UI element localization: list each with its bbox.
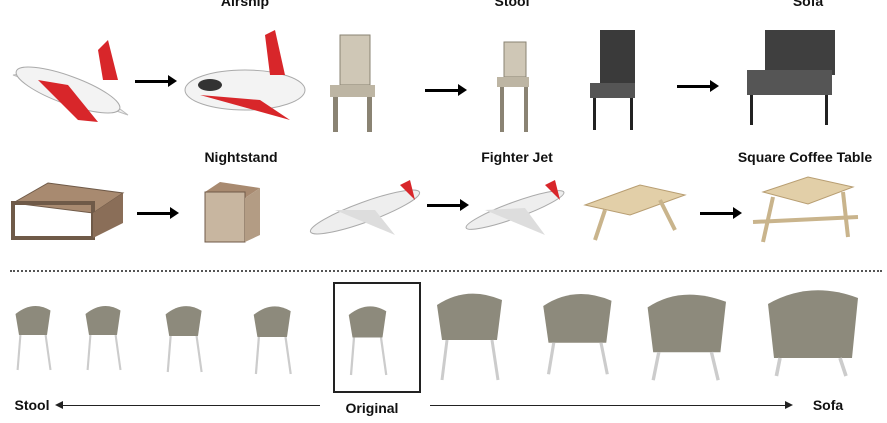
jet-image — [309, 180, 421, 235]
label-sofa-end: Sofa — [812, 397, 844, 413]
chair-shell — [253, 306, 292, 375]
arrow-left-line — [58, 405, 320, 406]
chair-interpolation-row — [15, 290, 858, 381]
label-airship: Airship — [220, 0, 270, 9]
chair-shell — [348, 306, 388, 376]
dotted-divider — [10, 270, 882, 272]
plane-image — [12, 40, 129, 122]
arrow-left-head — [55, 401, 63, 409]
arrow-right — [677, 80, 719, 92]
stool-image — [497, 41, 529, 132]
airship-image — [184, 30, 306, 120]
square-picnic-table-image — [752, 176, 859, 243]
fighter-jet-image — [465, 180, 565, 235]
chair-shell — [768, 290, 858, 377]
picnic-table-image — [583, 184, 687, 241]
label-sofa: Sofa — [792, 0, 824, 9]
arrow-right-head — [785, 401, 793, 409]
label-stool-end: Stool — [14, 397, 50, 413]
original-highlight-box — [333, 282, 421, 393]
label-stool: Stool — [494, 0, 530, 9]
dark-chair-image — [590, 30, 635, 130]
chair-shell — [15, 306, 52, 371]
arrow-right — [425, 84, 467, 96]
sofa-image — [747, 30, 835, 125]
label-original: Original — [345, 400, 399, 416]
chair-shell — [647, 294, 726, 381]
arrow-right-line — [430, 405, 785, 406]
arrow-right — [700, 207, 742, 219]
label-square-coffee-table: Square Coffee Table — [737, 149, 873, 165]
label-fighter-jet: Fighter Jet — [481, 149, 553, 165]
coffee-table-image — [11, 182, 125, 240]
chair-image — [330, 34, 375, 132]
arrow-right — [135, 75, 177, 87]
label-nightstand: Nightstand — [204, 149, 278, 165]
chair-shell — [437, 293, 502, 381]
chair-shell — [543, 294, 612, 375]
chair-shell — [85, 306, 122, 371]
nightstand-image — [204, 182, 260, 243]
arrow-right — [427, 199, 469, 211]
chair-shell — [165, 306, 203, 373]
arrow-right — [137, 207, 179, 219]
